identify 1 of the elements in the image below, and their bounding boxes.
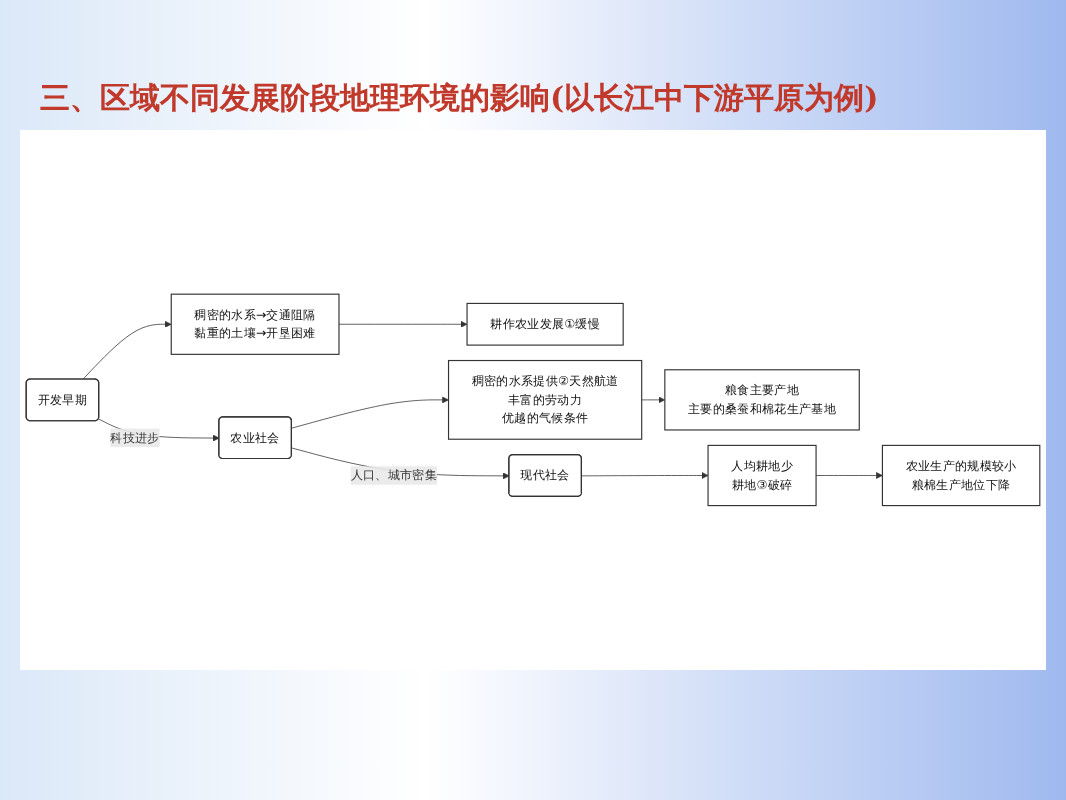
title: 三、区域不同发展阶段地理环境的影响(以长江中下游平原为例) <box>38 78 881 120</box>
